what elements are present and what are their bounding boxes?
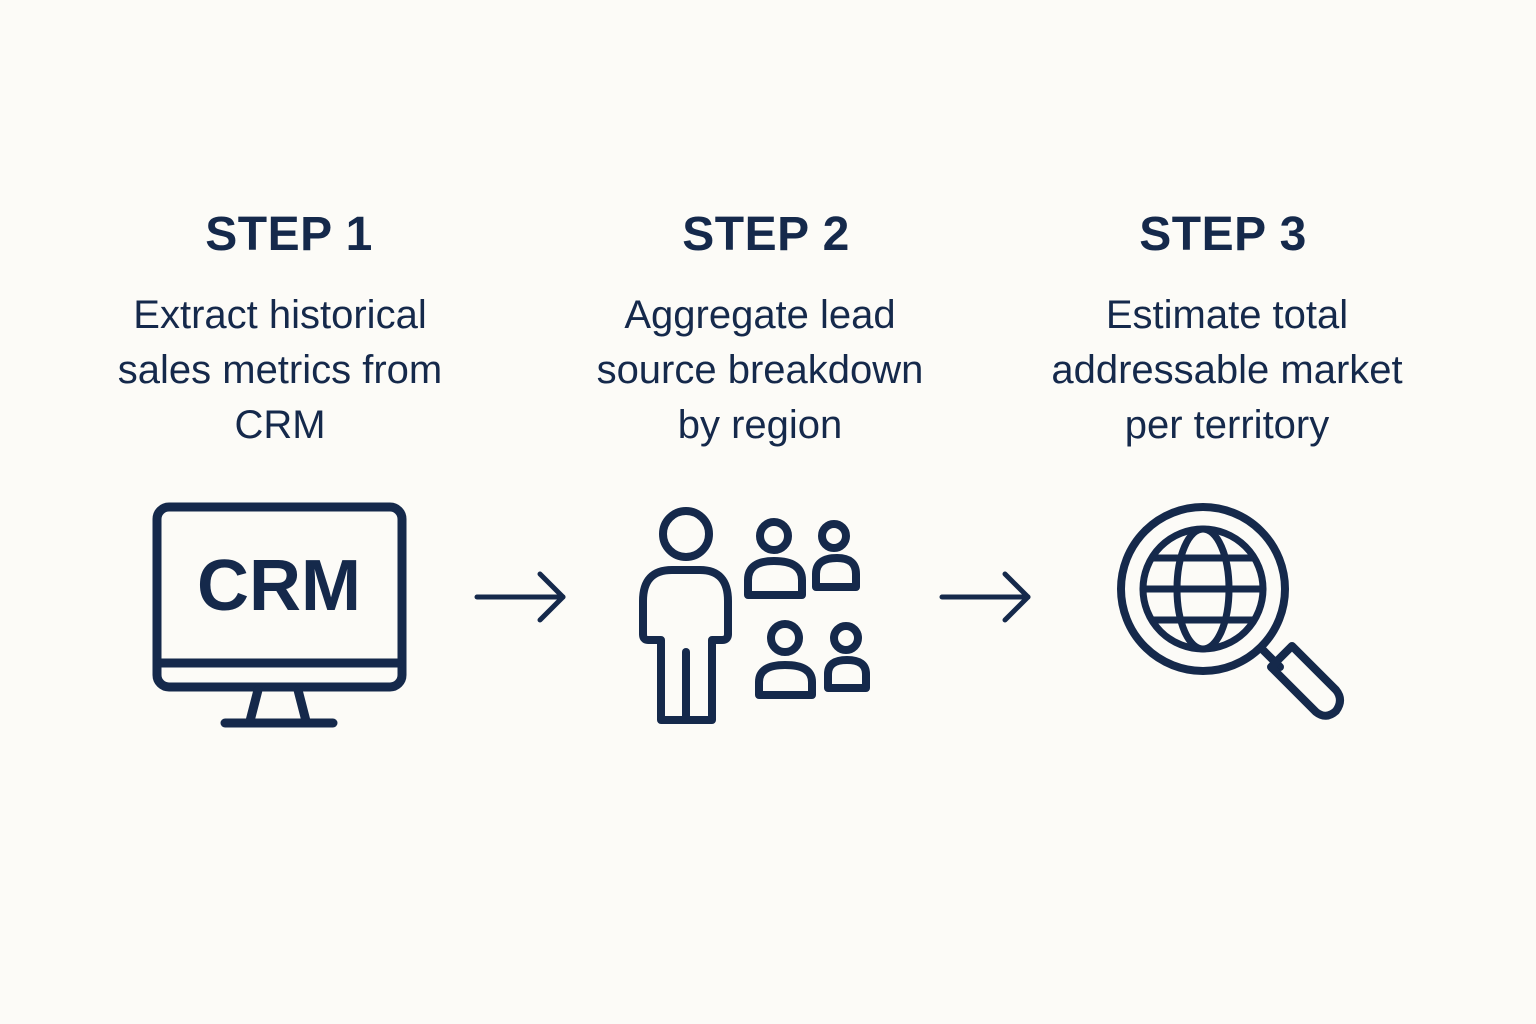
globe-search-icon (1117, 503, 1344, 720)
step-2-description: Aggregate lead source breakdown by regio… (596, 293, 924, 447)
arrow-right-icon (474, 571, 566, 623)
arrow-right-icon (939, 571, 1031, 623)
step-1-description: Extract historical sales metrics from CR… (117, 293, 443, 447)
step-1: STEP 1 Extract historical sales metrics … (80, 205, 480, 453)
crm-monitor-icon: CRM (152, 502, 407, 728)
step-3: STEP 3 Estimate total addressable market… (1022, 205, 1432, 453)
step-3-description: Estimate total addressable market per te… (1051, 293, 1403, 447)
step-1-title: STEP 1 (205, 208, 373, 261)
people-group-icon (639, 507, 870, 724)
crm-label: CRM (197, 546, 361, 626)
step-3-title: STEP 3 (1139, 208, 1307, 261)
step-2-title: STEP 2 (682, 208, 850, 261)
step-2: STEP 2 Aggregate lead source breakdown b… (560, 205, 960, 453)
